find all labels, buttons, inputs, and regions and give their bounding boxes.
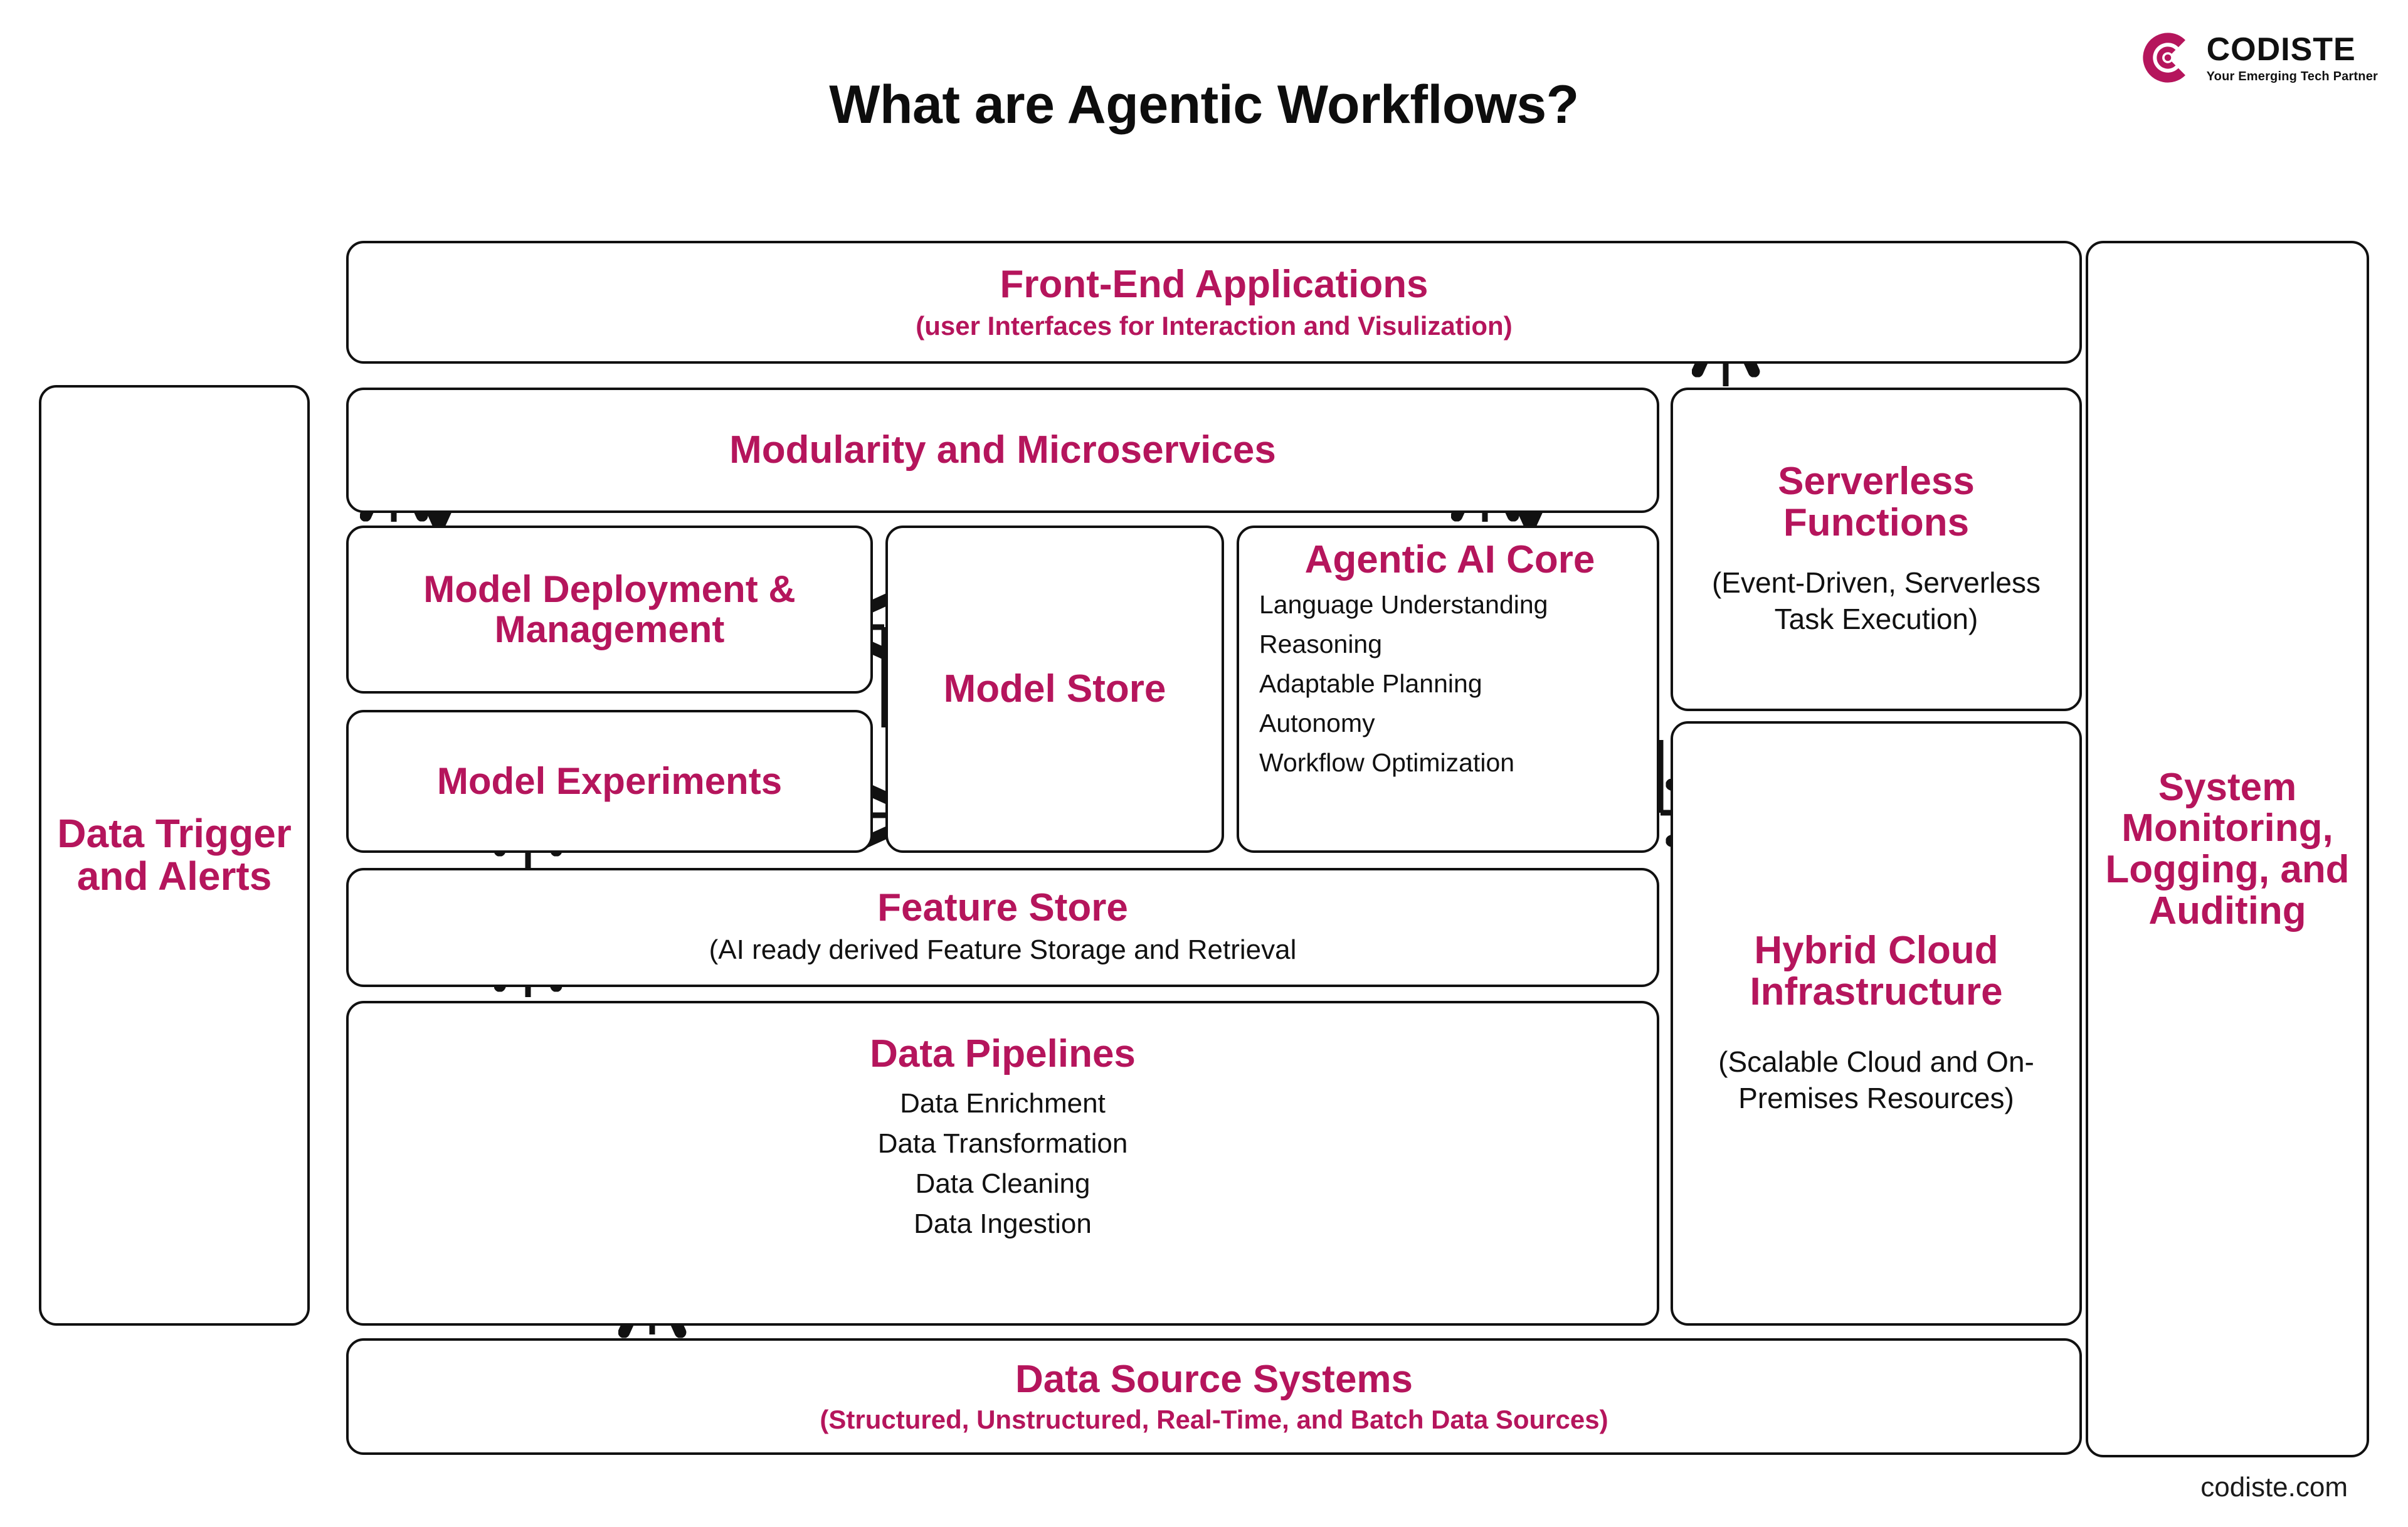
logo-wordmark: CODISTE bbox=[2206, 31, 2356, 68]
box-model-deployment-management[interactable]: Model Deployment & Management bbox=[346, 526, 873, 694]
list-item: Workflow Optimization bbox=[1259, 748, 1515, 777]
logo-tagline: Your Emerging Tech Partner bbox=[2206, 69, 2378, 83]
hybrid-cloud-title: Hybrid Cloud Infrastructure bbox=[1750, 929, 2003, 1014]
data-source-subtitle: (Structured, Unstructured, Real-Time, an… bbox=[820, 1405, 1608, 1435]
box-model-experiments[interactable]: Model Experiments bbox=[346, 710, 873, 853]
list-item: Reasoning bbox=[1259, 629, 1383, 658]
list-item: Data Enrichment bbox=[900, 1087, 1106, 1119]
box-serverless-functions[interactable]: Serverless Functions (Event-Driven, Serv… bbox=[1671, 388, 2082, 711]
box-agentic-ai-core[interactable]: Agentic AI Core Language Understanding R… bbox=[1237, 526, 1659, 853]
list-item: Adaptable Planning bbox=[1259, 668, 1482, 698]
data-pipelines-stage-list: Data Enrichment Data Transformation Data… bbox=[362, 1087, 1643, 1250]
hybrid-cloud-subtitle: (Scalable Cloud and On-Premises Resource… bbox=[1718, 1045, 2034, 1114]
list-item: Data Cleaning bbox=[915, 1168, 1090, 1199]
box-model-store[interactable]: Model Store bbox=[885, 526, 1224, 853]
model-store-title: Model Store bbox=[943, 667, 1166, 711]
codiste-logo: CODISTE Your Emerging Tech Partner bbox=[2140, 30, 2378, 85]
front-end-subtitle: (user Interfaces for Interaction and Vis… bbox=[916, 311, 1513, 341]
box-hybrid-cloud-infrastructure[interactable]: Hybrid Cloud Infrastructure (Scalable Cl… bbox=[1671, 721, 2082, 1326]
serverless-subtitle: (Event-Driven, Serverless Task Execution… bbox=[1711, 566, 2041, 635]
box-system-monitoring[interactable]: System Monitoring, Logging, and Auditing bbox=[2086, 241, 2369, 1457]
box-data-trigger-and-alerts[interactable]: Data Trigger and Alerts bbox=[39, 385, 310, 1326]
model-experiments-title: Model Experiments bbox=[436, 760, 783, 803]
serverless-title: Serverless Functions bbox=[1778, 460, 1975, 545]
agentic-core-capability-list: Language Understanding Reasoning Adaptab… bbox=[1259, 589, 1640, 777]
footer-website-url: codiste.com bbox=[2200, 1472, 2348, 1503]
page-title: What are Agentic Workflows? bbox=[829, 75, 1579, 135]
modularity-title: Modularity and Microservices bbox=[729, 428, 1276, 472]
front-end-title: Front-End Applications bbox=[1000, 262, 1428, 306]
box-data-source-systems[interactable]: Data Source Systems (Structured, Unstruc… bbox=[346, 1338, 2082, 1455]
codiste-logo-mark bbox=[2142, 33, 2185, 83]
box-data-pipelines[interactable]: Data Pipelines Data Enrichment Data Tran… bbox=[346, 1001, 1659, 1326]
list-item: Autonomy bbox=[1259, 708, 1375, 737]
list-item: Language Understanding bbox=[1259, 589, 1548, 619]
data-trigger-title: Data Trigger and Alerts bbox=[57, 811, 292, 899]
system-monitoring-title: System Monitoring, Logging, and Auditing bbox=[2105, 765, 2350, 933]
list-item: Data Transformation bbox=[877, 1128, 1128, 1159]
box-modularity-and-microservices[interactable]: Modularity and Microservices bbox=[346, 388, 1659, 513]
data-source-title: Data Source Systems bbox=[1015, 1357, 1413, 1401]
feature-store-subtitle: (AI ready derived Feature Storage and Re… bbox=[709, 934, 1297, 966]
model-deployment-title: Model Deployment & Management bbox=[423, 568, 796, 650]
data-pipelines-title: Data Pipelines bbox=[870, 1032, 1136, 1075]
agentic-core-title: Agentic AI Core bbox=[1304, 538, 1595, 581]
box-feature-store[interactable]: Feature Store (AI ready derived Feature … bbox=[346, 868, 1659, 987]
feature-store-title: Feature Store bbox=[877, 886, 1128, 930]
box-front-end-applications[interactable]: Front-End Applications (user Interfaces … bbox=[346, 241, 2082, 364]
list-item: Data Ingestion bbox=[914, 1208, 1092, 1239]
